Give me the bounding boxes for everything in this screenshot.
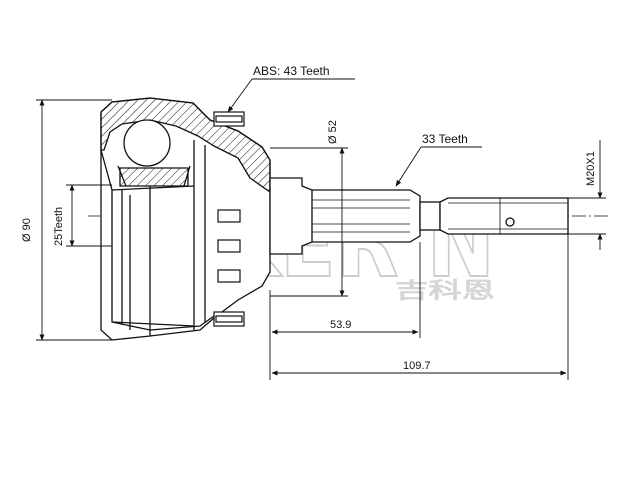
- leader-abs: [227, 78, 355, 113]
- joint-ball: [123, 119, 171, 167]
- ball-cage: [117, 119, 191, 187]
- label-inner-teeth: 25Teeth: [53, 207, 65, 246]
- dim-length-short: [269, 242, 421, 380]
- watermark-chinese: 吉科恩: [395, 278, 495, 304]
- dim-length-total: [271, 234, 569, 380]
- leader-outer-teeth: [395, 146, 482, 187]
- label-outer-teeth: 33 Teeth: [422, 132, 468, 146]
- label-thread: M20X1: [585, 151, 597, 186]
- dim-outer-diameter: [36, 99, 112, 341]
- splined-shaft: [269, 177, 569, 255]
- dim-seal-diameter: [270, 147, 348, 297]
- label-length-total: 109.7: [403, 360, 431, 372]
- abs-ring: [213, 111, 245, 327]
- label-seal-diameter: Ø 52: [327, 120, 339, 144]
- label-length-short: 53.9: [330, 319, 351, 331]
- label-abs-teeth: ABS: 43 Teeth: [253, 64, 330, 78]
- dim-inner-teeth: [66, 184, 112, 247]
- label-outer-diameter: Ø 90: [21, 218, 33, 242]
- dim-thread: [568, 140, 606, 250]
